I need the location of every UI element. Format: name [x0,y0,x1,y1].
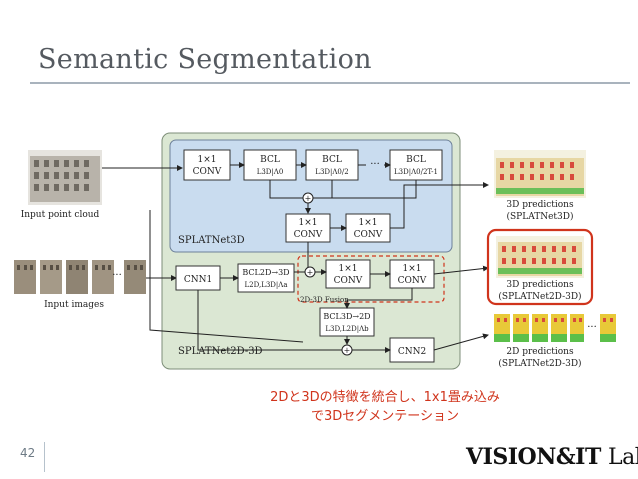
fusion-box [297,255,445,303]
bcl-2d3d-block [237,263,295,293]
pred-3d-1-sub: (SPLATNet3D) [507,211,574,222]
bcl-1-label: BCL [260,155,280,165]
fusion-conv-2-b: CONV [398,276,427,286]
pred-3d-1-title: 3D predictions [506,200,574,210]
svg-text:+: + [344,346,351,355]
blue-conv-1-b: CONV [294,230,323,240]
fusion-conv-1-a: 1×1 [339,264,358,274]
bcl-block-3 [389,149,443,181]
slide-caption: 2Dと3Dの特徴を統合し、1x1畳み込み で3Dセグメンテーション [240,388,530,426]
blue-conv-2-b: CONV [354,230,383,240]
top-conv-label: CONV [193,167,222,177]
fusion-label: 2D-3D Fusion [300,296,349,304]
top-conv-1x1: 1×1 [198,155,217,165]
pred-2d-ellipsis: ··· [587,322,597,333]
pred-2d-sub: (SPLATNet2D-3D) [498,358,581,369]
input-images [14,260,146,294]
pred-3d-2-title: 3D predictions [506,280,574,290]
title-divider [30,82,630,84]
page-number: 42 [20,446,36,460]
input-point-cloud-image [28,150,102,205]
vision-it-lab-logo: VISION&IT Lab [466,444,638,470]
input-images-ellipsis: ··· [112,270,122,281]
cnn2-block [389,337,435,363]
logo-main: VISION&IT [466,444,601,470]
svg-text:+: + [307,268,314,277]
pred-3d-image-2 [496,236,584,278]
fusion-conv-2-a: 1×1 [403,264,422,274]
bcl-2-sub: L3D|Λ0/2 [315,168,348,176]
bcl-3-label: BCL [406,155,426,165]
pred-3d-image-1 [494,150,586,198]
bcl-2d3d-sub: L2D,L3D|Λa [245,281,288,289]
cnn1-block [175,265,221,291]
footer-divider [44,442,45,472]
blue-conv-2 [345,213,391,243]
blue-conv-1-a: 1×1 [299,218,318,228]
pred-3d-2-sub: (SPLATNet2D-3D) [498,291,581,302]
bcl-3d2d-sub: L3D,L2D|Λb [325,325,369,333]
fusion-conv-1-b: CONV [334,276,363,286]
slide-title: Semantic Segmentation [38,44,372,75]
caption-line-2: で3Dセグメンテーション [310,409,460,424]
input-images-label: Input images [44,300,104,310]
bcl-3-sub: L3D|Λ0/2T-1 [394,168,438,176]
highlight-box [486,228,594,306]
blue-conv-2-a: 1×1 [359,218,378,228]
pred-2d-images [494,314,616,342]
logo-sub: Lab [608,445,638,470]
bcl-1-sub: L3D|Λ0 [257,168,284,176]
splatnet-3d-label: SPLATNet3D [178,235,245,246]
pred-2d-title: 2D predictions [506,347,574,357]
bcl-ellipsis: ··· [370,159,380,170]
cnn1-label: CNN1 [184,275,212,285]
bcl-3d2d-block [319,307,375,337]
bcl-2d3d-label: BCL2D→3D [242,268,289,277]
bcl-2-label: BCL [322,155,342,165]
cnn2-label: CNN2 [398,347,426,357]
caption-line-1: 2Dと3Dの特徴を統合し、1x1畳み込み [270,390,500,405]
splatnet-2d3d-label: SPLATNet2D-3D [178,346,263,357]
bcl-3d2d-label: BCL3D→2D [323,312,370,321]
input-point-cloud-label: Input point cloud [21,210,100,220]
svg-text:+: + [305,194,312,203]
